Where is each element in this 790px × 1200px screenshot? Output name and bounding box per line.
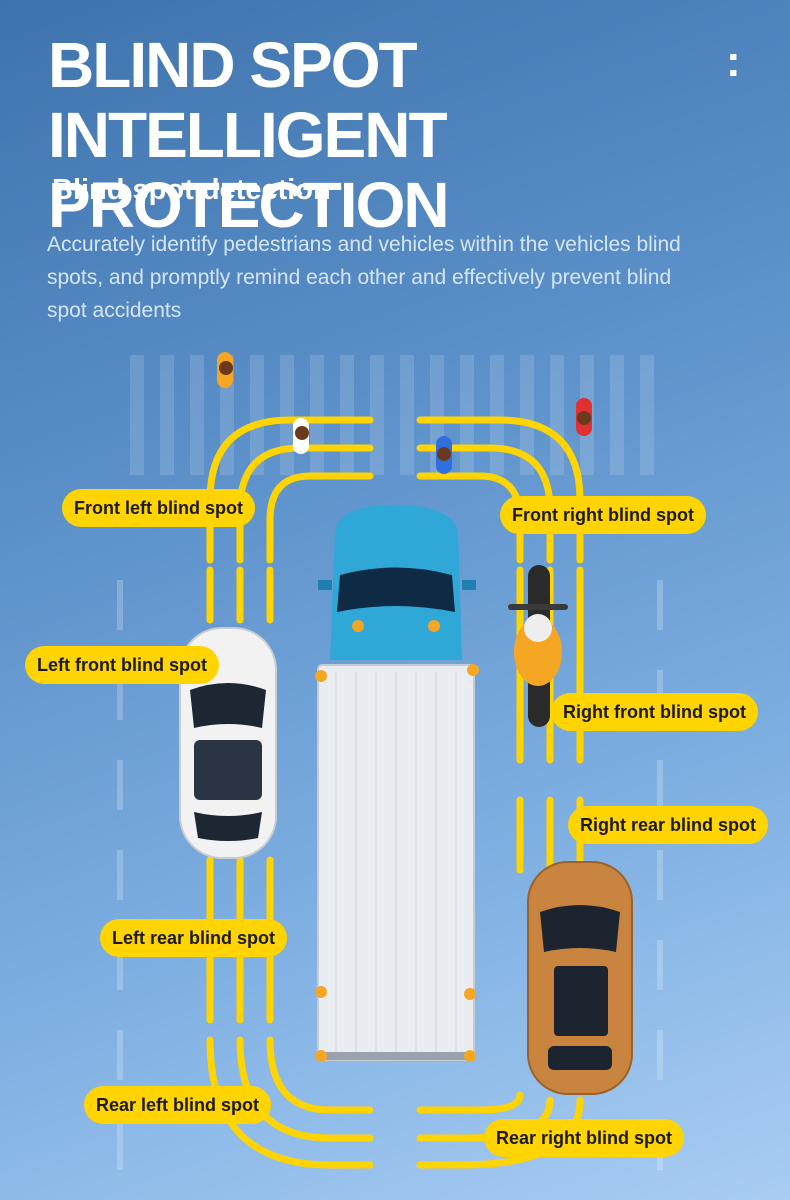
label-front-right-blind-spot: Front right blind spot xyxy=(500,496,706,534)
label-left-front-blind-spot: Left front blind spot xyxy=(25,646,219,684)
cyclist-icon xyxy=(293,418,309,454)
label-right-rear-blind-spot: Right rear blind spot xyxy=(568,806,769,844)
page-title: BLIND SPOT INTELLIGENT PROTECTION xyxy=(48,30,748,240)
car-icon xyxy=(527,861,633,1095)
description: Accurately identify pedestrians and vehi… xyxy=(47,233,681,322)
label-right-front-blind-spot: Right front blind spot xyxy=(551,693,758,731)
cyclist-icon xyxy=(217,352,233,388)
label-front-left-blind-spot: Front left blind spot xyxy=(62,489,255,527)
title-line-1: BLIND SPOT INTELLIGENT xyxy=(48,29,448,171)
label-rear-left-blind-spot: Rear left blind spot xyxy=(84,1086,272,1124)
cyclist-icon xyxy=(436,436,452,474)
title-line-2: PROTECTION xyxy=(48,169,450,241)
motorcycle-icon xyxy=(508,565,568,727)
label-left-rear-blind-spot: Left rear blind spot xyxy=(100,919,288,957)
label-rear-right-blind-spot: Rear right blind spot xyxy=(484,1119,685,1157)
cyclist-icon xyxy=(576,398,592,436)
subtitle: Blind spot detection xyxy=(52,174,331,206)
truck-icon xyxy=(315,505,479,1062)
car-icon xyxy=(179,627,277,859)
title-colon: : xyxy=(726,37,741,86)
